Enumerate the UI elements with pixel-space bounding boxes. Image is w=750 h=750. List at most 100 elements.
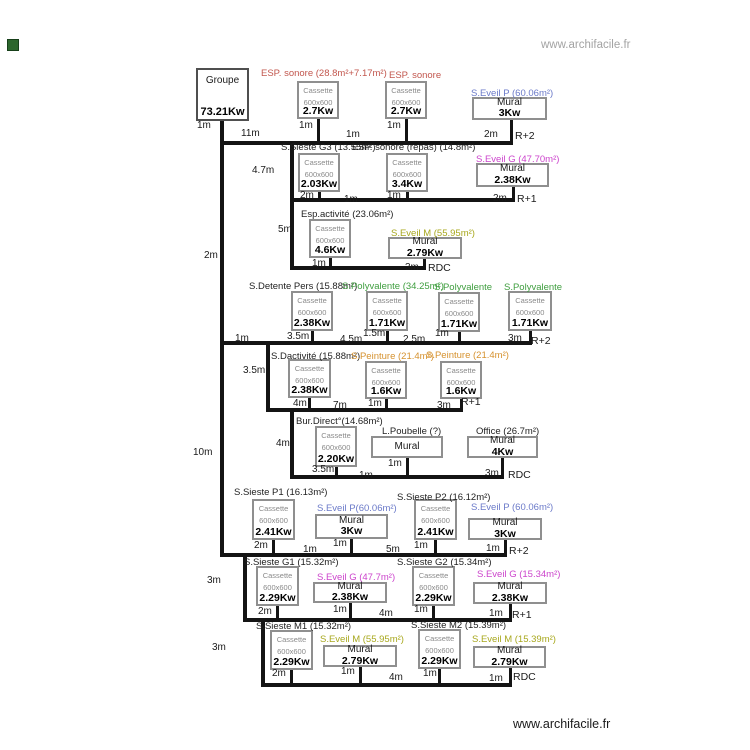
groupe-unit[interactable]: Groupe 73.21Kw	[196, 68, 249, 121]
unit-type-label: Cassette	[392, 158, 422, 167]
room-label: S.Eveil P (60.06m²)	[471, 88, 554, 99]
unit-power-value: 3Kw	[498, 107, 521, 120]
pipe-riser	[290, 410, 294, 477]
unit-size-label: 600x600	[391, 98, 421, 107]
pipe-stub	[423, 258, 426, 268]
unit-size-label: 600x600	[259, 516, 288, 525]
floor-label: R+1	[517, 193, 537, 205]
groupe-label: Groupe	[205, 75, 240, 86]
pipe-length-label: 2m	[258, 606, 272, 617]
pipe-bus	[266, 408, 463, 412]
pipe-length-label: 2m	[300, 190, 314, 201]
pipe-length-label: 1m	[388, 458, 402, 469]
pipe-length-label: 3m	[207, 575, 221, 586]
unit-power-value: 2.38Kw	[291, 384, 328, 396]
unit-type-label: Mural	[496, 645, 522, 657]
unit-type-label: Cassette	[372, 296, 402, 305]
pipe-stub	[406, 191, 409, 200]
pipe-bus	[220, 341, 532, 345]
pipe-bus	[290, 475, 504, 479]
unit-power-value: 3Kw	[340, 525, 363, 538]
pipe-stub	[434, 539, 437, 555]
pipe-length-label: 1m	[344, 194, 358, 205]
pipe-stub	[504, 539, 507, 555]
unit-type-label: Cassette	[418, 571, 449, 580]
mural-unit[interactable]: Mural	[371, 436, 443, 458]
floor-label: R+1	[512, 609, 532, 621]
pipe-stub	[406, 457, 409, 477]
unit-type-label: Mural	[489, 435, 515, 447]
unit-power-value: 4.6Kw	[314, 244, 346, 256]
pipe-stub	[385, 398, 388, 410]
floor-label: R+2	[509, 545, 529, 557]
unit-type-label: Cassette	[391, 86, 421, 95]
room-label: Office (26.7m²)	[476, 426, 540, 437]
pipe-length-label: 1m	[299, 120, 313, 131]
unit-power-value: 2.79Kw	[341, 654, 379, 667]
unit-size-label: 600x600	[263, 583, 292, 592]
unit-size-label: 600x600	[372, 308, 402, 317]
unit-power-value: 1.6Kw	[370, 385, 402, 397]
room-label: S.Eveil P (60.06m²)	[471, 502, 554, 513]
unit-type-label: Mural	[496, 96, 522, 108]
room-label: S.Detente Pers (15.88m²)	[249, 281, 358, 292]
unit-type-label: Cassette	[276, 635, 307, 644]
unit-power-value: 2.29Kw	[273, 656, 310, 668]
unit-power-value: 3Kw	[494, 527, 516, 540]
room-label: S.Sieste M1 (15.32m²)	[256, 621, 352, 632]
pipe-stub	[349, 602, 352, 620]
unit-type-label: Cassette	[297, 296, 327, 305]
pipe-length-label: 3m	[508, 333, 522, 344]
pipe-length-label: 4m	[276, 438, 290, 449]
unit-power-value: 2.41Kw	[417, 526, 454, 538]
pipe-length-label: 5m	[386, 544, 400, 555]
pipe-stub	[438, 668, 441, 685]
unit-size-label: 600x600	[425, 646, 454, 655]
unit-type-label: Cassette	[262, 571, 293, 580]
unit-power-value: 2.20Kw	[317, 453, 355, 465]
unit-type-label: Mural	[412, 236, 438, 248]
floor-label: RDC	[508, 469, 531, 481]
pipe-riser	[261, 620, 265, 685]
pipe-length-label: 1m	[197, 120, 211, 131]
pipe-length-label: 2.5m	[403, 334, 426, 345]
unit-size-label: 600x600	[303, 98, 333, 107]
pipe-stub	[512, 186, 515, 200]
pipe-length-label: 2m	[493, 193, 507, 204]
pipe-length-label: 4.5m	[340, 334, 363, 345]
pipe-stub	[509, 667, 512, 685]
unit-power-value: 2.29Kw	[415, 592, 452, 604]
pipe-length-label: 2m	[484, 129, 498, 140]
unit-size-label: 600x600	[321, 443, 351, 452]
room-label: Esp.activité (23.06m²)	[301, 209, 394, 220]
